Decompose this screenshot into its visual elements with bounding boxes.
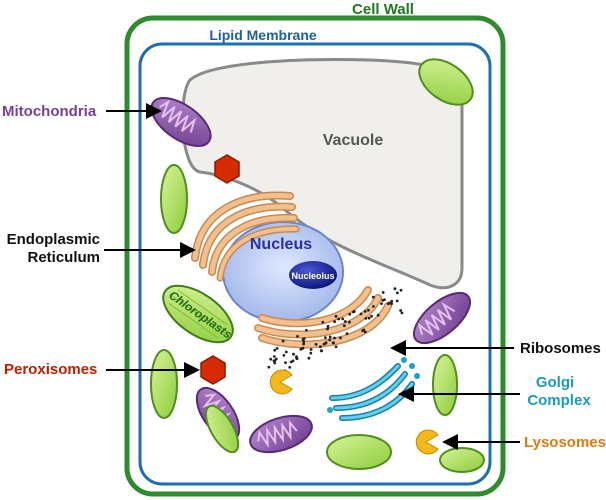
ribosome-dot bbox=[273, 361, 277, 365]
ribosome-dot bbox=[302, 340, 306, 344]
ribosome-dot bbox=[393, 287, 397, 291]
ribosome-dot bbox=[319, 345, 322, 349]
ribosome-dot bbox=[314, 343, 318, 346]
ribosome-dot bbox=[326, 327, 329, 331]
ribosome-dot bbox=[321, 320, 325, 324]
ribosome-dot bbox=[334, 314, 338, 318]
ribosome-dot bbox=[289, 360, 293, 364]
ribosome-dot bbox=[337, 317, 341, 321]
ribosome-dot bbox=[396, 291, 399, 295]
ribosomes-label: Ribosomes bbox=[520, 340, 601, 357]
ribosome-dot bbox=[302, 337, 306, 340]
endoplasmic-reticulum bbox=[191, 191, 392, 349]
ribosome-dot bbox=[328, 335, 332, 339]
lysosome bbox=[269, 369, 293, 395]
ribosome-dot bbox=[275, 347, 279, 350]
lysosomes-label: Lysosomes bbox=[524, 434, 606, 451]
ribosome-dot bbox=[399, 309, 402, 312]
ribosome-dot bbox=[367, 308, 370, 312]
peroxisome bbox=[214, 154, 240, 184]
ribosome-dot bbox=[370, 314, 373, 318]
nucleolus bbox=[289, 261, 337, 289]
lipid-membrane-label: Lipid Membrane bbox=[209, 27, 317, 43]
nucleus-label: Nucleus bbox=[250, 236, 312, 253]
ribosome-dot bbox=[359, 312, 363, 316]
er-label-line2: Reticulum bbox=[27, 249, 100, 266]
mitochondrion bbox=[150, 97, 212, 147]
ribosome-dot bbox=[309, 351, 313, 355]
ribosome-dot bbox=[348, 320, 351, 324]
ribosome-dot bbox=[269, 357, 273, 361]
ribosome-dot bbox=[324, 336, 327, 339]
ribosome-dot bbox=[342, 324, 346, 328]
ribosome-dot bbox=[339, 336, 342, 340]
ribosome-dot bbox=[348, 312, 352, 316]
ribosome-dot bbox=[274, 357, 278, 361]
ribosome-dot bbox=[341, 317, 345, 321]
mitochondria-label: Mitochondria bbox=[2, 103, 97, 120]
ribosome-dot bbox=[282, 354, 286, 357]
ribosome-dot bbox=[319, 349, 323, 352]
ribosome-dot bbox=[388, 301, 391, 305]
ribosome-dot bbox=[395, 299, 399, 303]
ribosome-dot bbox=[284, 361, 287, 364]
ribosome-dot bbox=[333, 320, 336, 323]
ribosome-dot bbox=[363, 330, 367, 334]
nucleolus-label: Nucleolus bbox=[291, 271, 334, 281]
ribosome-dot bbox=[367, 316, 371, 320]
vacuole-label: Vacuole bbox=[323, 132, 384, 149]
golgi-label-line2: Complex bbox=[527, 392, 591, 409]
ribosome-dot bbox=[376, 313, 380, 317]
vacuole bbox=[181, 58, 464, 290]
ribosome-dot bbox=[307, 356, 311, 360]
ribosome-dot bbox=[390, 299, 394, 303]
ribosome-dot bbox=[273, 348, 277, 352]
ribosome-dot bbox=[292, 352, 295, 356]
er-label-line1: Endoplasmic bbox=[7, 231, 100, 248]
ribosome-dot bbox=[302, 342, 305, 346]
ribosome-dot bbox=[400, 311, 404, 315]
ribosome-dot bbox=[371, 295, 375, 299]
peroxisomes-label: Peroxisomes bbox=[4, 361, 97, 378]
ribosome-dot bbox=[364, 317, 368, 320]
ribosome-dot bbox=[328, 338, 332, 342]
ribosome-dot bbox=[326, 324, 330, 328]
ribosome-dot bbox=[345, 332, 349, 335]
ribosome-dot bbox=[281, 339, 285, 343]
ribosome-dot bbox=[309, 348, 313, 351]
ribosome-dot bbox=[305, 328, 308, 332]
ribosome-dot bbox=[363, 310, 367, 313]
ribosome-dot bbox=[322, 342, 326, 346]
ribosome-dot bbox=[390, 302, 393, 306]
golgi-label-line1: Golgi bbox=[536, 374, 574, 391]
ribosome-dot bbox=[380, 302, 383, 305]
ribosome-dot bbox=[272, 355, 276, 358]
ribosome-dot bbox=[334, 345, 338, 349]
chloroplast bbox=[150, 58, 485, 473]
ribosome-dot bbox=[362, 328, 366, 332]
ribosome-dot bbox=[333, 336, 336, 340]
ribosome-dot bbox=[295, 356, 298, 360]
ribosome-dot bbox=[288, 365, 292, 369]
mitochondrion bbox=[249, 414, 313, 454]
peroxisome bbox=[200, 355, 226, 385]
ribosome-dot bbox=[381, 291, 385, 294]
ribosome-dot bbox=[331, 341, 335, 345]
ribosome-dot bbox=[399, 288, 403, 292]
ribosome-dot bbox=[299, 347, 303, 351]
ribosome-dot bbox=[296, 335, 299, 338]
ribosome-dot bbox=[267, 365, 271, 369]
cell-wall-label: Cell Wall bbox=[352, 1, 414, 18]
chloroplast-labeled bbox=[162, 284, 234, 344]
lysosome bbox=[415, 429, 439, 455]
ribosome-dot bbox=[343, 320, 347, 323]
ribosome-dot bbox=[372, 305, 375, 308]
mitochondrion bbox=[412, 291, 472, 345]
ribosome-dot bbox=[381, 299, 385, 302]
ribosome-dot bbox=[284, 350, 288, 354]
ribosome-dot bbox=[352, 310, 355, 314]
